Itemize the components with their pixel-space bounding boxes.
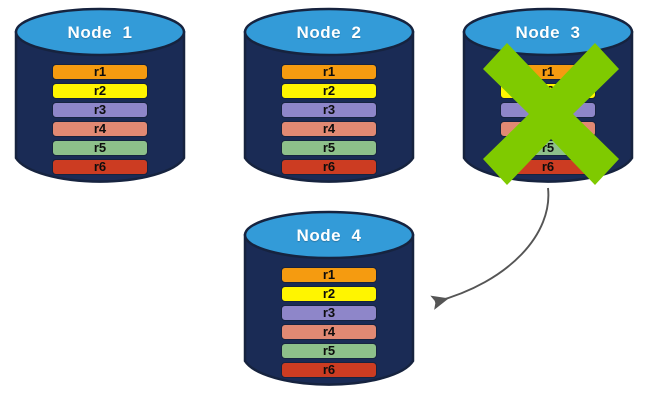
row-bar[interactable]: r2 (281, 286, 377, 302)
node-cylinder-1[interactable]: Node 1 r1 r2 r3 r4 r5 r6 (14, 6, 186, 196)
row-bar[interactable]: r1 (52, 64, 148, 80)
row-list-2: r1 r2 r3 r4 r5 r6 (281, 64, 377, 175)
row-bar[interactable]: r2 (281, 83, 377, 99)
row-bar[interactable]: r6 (52, 159, 148, 175)
row-bar[interactable]: r6 (281, 159, 377, 175)
row-bar[interactable]: r6 (281, 362, 377, 378)
row-bar[interactable]: r1 (281, 267, 377, 283)
row-bar[interactable]: r4 (281, 324, 377, 340)
row-bar[interactable]: r1 (281, 64, 377, 80)
row-bar[interactable]: r5 (52, 140, 148, 156)
row-bar[interactable]: r5 (281, 343, 377, 359)
row-list-4: r1 r2 r3 r4 r5 r6 (281, 267, 377, 378)
row-bar[interactable]: r3 (281, 102, 377, 118)
row-bar[interactable]: r3 (52, 102, 148, 118)
node-cylinder-4[interactable]: Node 4 r1 r2 r3 r4 r5 r6 (243, 209, 415, 399)
row-bar[interactable]: r4 (281, 121, 377, 137)
row-bar[interactable]: r2 (52, 83, 148, 99)
row-bar[interactable]: r4 (52, 121, 148, 137)
row-bar[interactable]: r3 (281, 305, 377, 321)
arrow-path (430, 187, 550, 310)
node-cylinder-2[interactable]: Node 2 r1 r2 r3 r4 r5 r6 (243, 6, 415, 196)
row-bar[interactable]: r5 (281, 140, 377, 156)
row-list-1: r1 r2 r3 r4 r5 r6 (52, 64, 148, 175)
